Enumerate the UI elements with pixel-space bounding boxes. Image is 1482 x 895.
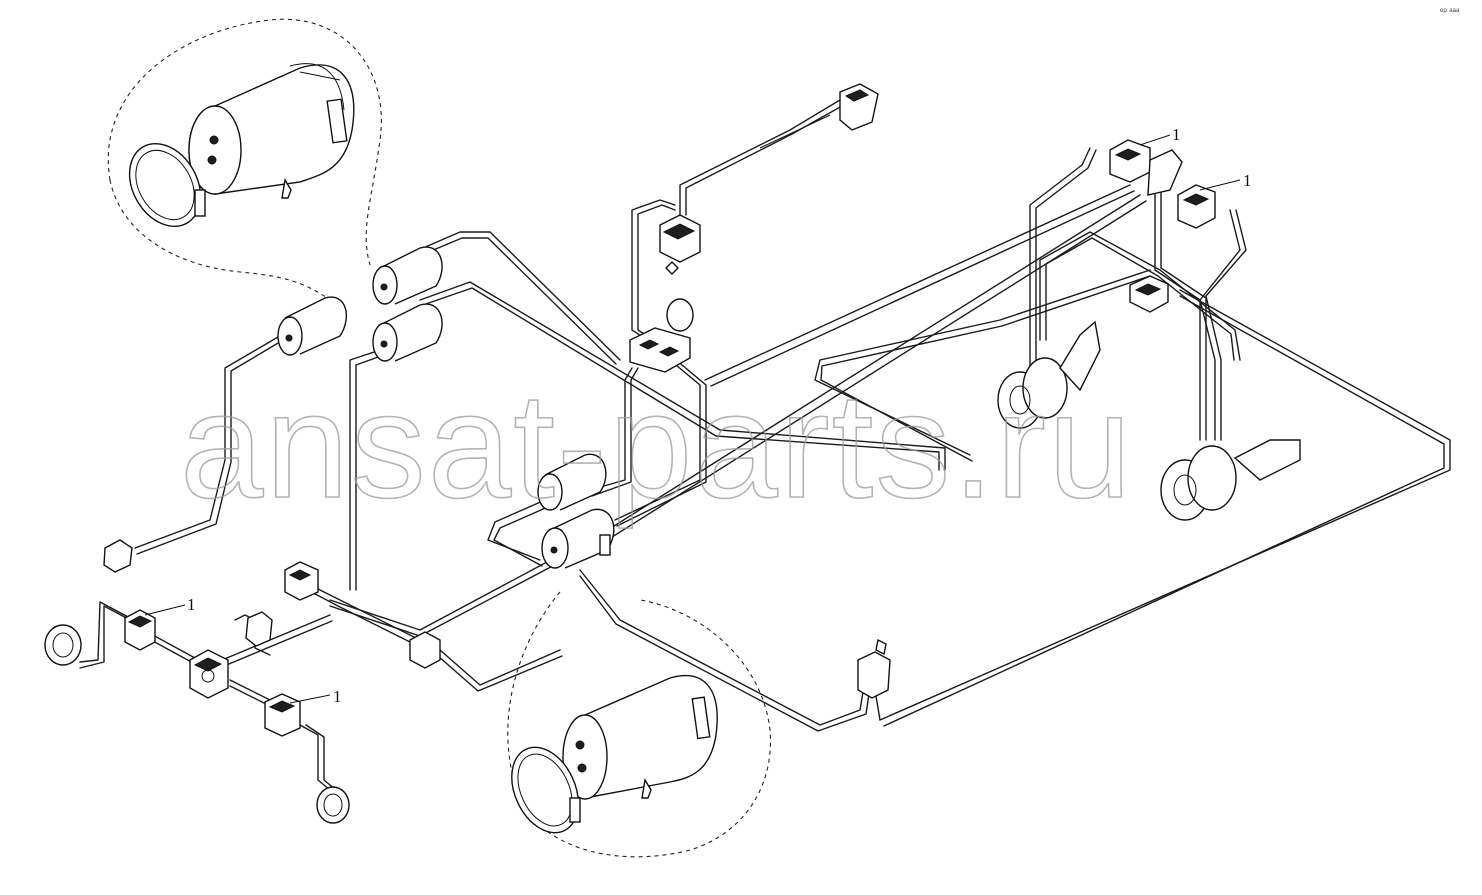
pressure-switch-top [759, 83, 879, 149]
brake-chamber-right-lower [1160, 439, 1301, 521]
sensor-valve-left [245, 611, 273, 647]
callout-label: 1 [333, 687, 342, 706]
air-tank-middle-b [541, 508, 615, 569]
callout-front-b: 1 [289, 687, 342, 706]
coupling-head-lower-right [857, 638, 891, 699]
pressure-limiter-left [284, 561, 319, 601]
callout-label: 1 [1243, 171, 1252, 190]
abs-modulator-front-b [264, 693, 301, 737]
valve-lower-middle [409, 631, 441, 669]
brake-chamber-right-upper [997, 320, 1101, 429]
air-tank-detail-bottom [562, 674, 718, 800]
callout-label: 1 [1172, 125, 1181, 144]
callout-label: 1 [187, 595, 196, 614]
pipe-network [79, 99, 1451, 791]
tank-clamp-ring-top [128, 142, 206, 228]
brake-chamber-front-left [44, 624, 82, 666]
protection-valve-manifold [629, 298, 694, 373]
detail-bubble-bottom [507, 591, 772, 858]
callout-rear-a: 1 [1139, 125, 1181, 146]
air-tank-upper-b [277, 296, 348, 356]
abs-modulator-front-a [124, 609, 156, 651]
quick-release-valve-front [189, 649, 229, 699]
relay-valve-rear-a [1109, 139, 1183, 196]
air-tank-middle-a [537, 453, 607, 511]
brake-valve-top [659, 214, 701, 275]
tank-clamp-ring-bottom [511, 746, 581, 834]
drain-valve-left [103, 539, 133, 573]
callout-front-a: 1 [144, 595, 196, 616]
air-tank-upper-a [372, 246, 443, 305]
quick-release-valve-rear [1129, 275, 1169, 313]
air-tank-upper-c [372, 303, 443, 362]
brake-chamber-front-right [316, 786, 350, 824]
callout-rear-b: 1 [1199, 171, 1252, 191]
corner-mark: ᵉᵖ ᵃᵃᵃ [1440, 6, 1460, 16]
watermark-text: ansat-parts.ru [180, 361, 1133, 529]
air-tank-detail-top [188, 63, 355, 199]
detail-bubble-top [107, 18, 382, 301]
relay-valve-rear-b [1177, 184, 1216, 229]
